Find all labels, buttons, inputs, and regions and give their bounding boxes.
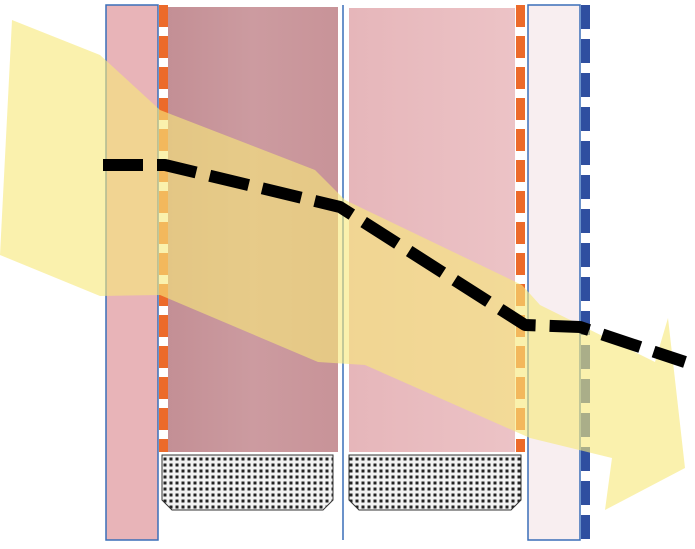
dash-segment — [516, 253, 525, 275]
dash-segment — [581, 209, 590, 233]
dash-segment — [159, 408, 168, 430]
dash-segment — [581, 107, 590, 131]
dash-segment — [516, 67, 525, 89]
footer-pad-left — [161, 454, 334, 511]
dash-segment — [581, 447, 590, 471]
dash-segment — [581, 243, 590, 267]
dash-segment — [516, 5, 525, 27]
dash-segment — [159, 346, 168, 368]
dash-segment — [159, 67, 168, 89]
dash-segment — [516, 191, 525, 213]
dash-segment — [516, 222, 525, 244]
dash-segment — [159, 36, 168, 58]
dash-segment — [159, 98, 168, 120]
dash-segment — [516, 36, 525, 58]
dashed-profile-line — [103, 159, 687, 368]
dash-segment — [159, 377, 168, 399]
dash-segment — [516, 439, 525, 452]
dash-segment — [159, 439, 168, 452]
footer-pad-right — [348, 454, 522, 511]
dash-segment — [581, 141, 590, 165]
dash-segment — [581, 5, 590, 29]
dash-segment — [581, 277, 590, 301]
dash-segment — [581, 39, 590, 63]
dash-segment — [581, 175, 590, 199]
dash-segment — [581, 515, 590, 539]
dashed-blue-right — [581, 5, 590, 540]
dash-segment — [516, 160, 525, 182]
dash-segment — [516, 98, 525, 120]
dash-segment — [159, 315, 168, 337]
dash-segment — [581, 481, 590, 505]
right-outer-layer — [527, 4, 581, 541]
dash-segment — [516, 129, 525, 151]
dash-segment — [159, 5, 168, 27]
yellow-arrow — [0, 20, 685, 510]
dash-segment — [581, 73, 590, 97]
